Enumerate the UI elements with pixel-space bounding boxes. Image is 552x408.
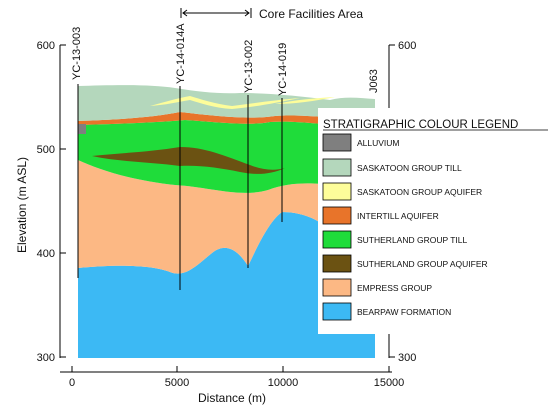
legend-label-sutherland-group-aquifer: SUTHERLAND GROUP AQUIFER bbox=[357, 259, 488, 269]
legend-box bbox=[318, 108, 552, 334]
right-tick-label-300: 300 bbox=[398, 352, 416, 364]
legend-item: INTERTILL AQUIFER bbox=[322, 206, 439, 225]
legend-swatch-alluvium bbox=[322, 133, 352, 152]
well-label-yc-13-003: YC-13-003 bbox=[71, 27, 83, 80]
legend-label-bearpaw-formation: BEARPAW FORMATION bbox=[357, 307, 451, 317]
core-facilities-area-label: Core Facilities Area bbox=[259, 7, 363, 21]
saskatoon-aquifer-thin-lens bbox=[275, 97, 335, 104]
legend-swatch-saskatoon-group-till bbox=[322, 158, 352, 177]
bracket-arrowhead-right bbox=[244, 9, 250, 17]
right-tick-label-600: 600 bbox=[398, 40, 416, 52]
legend-swatch-saskatoon-group-aquifer bbox=[322, 182, 352, 201]
legend-label-sutherland-group-till: SUTHERLAND GROUP TILL bbox=[357, 235, 467, 245]
legend-label-intertill-aquifer: INTERTILL AQUIFER bbox=[357, 211, 439, 221]
legend-swatch-bearpaw-formation bbox=[322, 302, 352, 321]
well-label-j063: J063 bbox=[368, 69, 380, 93]
borehole-lines bbox=[77, 84, 283, 290]
x-axis-title: Distance (m) bbox=[198, 391, 266, 405]
legend-swatch-sutherland-group-aquifer bbox=[322, 254, 352, 273]
well-label-yc-14-014a: YC-14-014A bbox=[175, 23, 187, 84]
legend-label-alluvium: ALLUVIUM bbox=[357, 138, 400, 148]
legend-item: EMPRESS GROUP bbox=[322, 278, 432, 297]
stratigraphic-legend: STRATIGRAPHIC COLOUR LEGEND ALLUVIUM SAS… bbox=[318, 108, 552, 334]
legend-item: BEARPAW FORMATION bbox=[322, 302, 451, 321]
layer-saskatoon-group-till bbox=[78, 85, 375, 121]
x-tick-label-0: 0 bbox=[69, 377, 75, 389]
y-tick-label-500: 500 bbox=[37, 144, 55, 156]
legend-item: SUTHERLAND GROUP AQUIFER bbox=[322, 254, 488, 273]
legend-item: SUTHERLAND GROUP TILL bbox=[322, 230, 467, 249]
layer-bearpaw-formation bbox=[78, 212, 375, 358]
x-tick-label-10000: 10000 bbox=[268, 377, 299, 389]
legend-item: SASKATOON GROUP AQUIFER bbox=[322, 182, 482, 201]
legend-swatch-empress-group bbox=[322, 278, 352, 297]
legend-item: SASKATOON GROUP TILL bbox=[322, 158, 462, 177]
well-label-yc-14-019: YC-14-019 bbox=[277, 43, 289, 96]
x-tick-label-5000: 5000 bbox=[165, 377, 189, 389]
legend-swatch-sutherland-group-till bbox=[322, 230, 352, 249]
legend-label-empress-group: EMPRESS GROUP bbox=[357, 283, 432, 293]
layer-alluvium-lens bbox=[78, 124, 86, 134]
y-axis-title: Elevation (m ASL) bbox=[15, 157, 29, 253]
legend-title: STRATIGRAPHIC COLOUR LEGEND bbox=[323, 119, 518, 131]
well-label-yc-13-002: YC-13-002 bbox=[243, 40, 255, 93]
y-tick-label-400: 400 bbox=[37, 248, 55, 260]
bracket-arrowhead-left bbox=[182, 9, 188, 17]
layer-empress-group bbox=[78, 160, 375, 274]
x-tick-label-15000: 15000 bbox=[374, 377, 405, 389]
core-facilities-bracket bbox=[180, 8, 252, 18]
legend-swatch-intertill-aquifer bbox=[322, 206, 352, 225]
layer-intertill-aquifer bbox=[78, 112, 375, 128]
layer-sutherland-group-aquifer bbox=[92, 147, 285, 174]
legend-item: ALLUVIUM bbox=[322, 133, 400, 152]
layer-saskatoon-group-aquifer bbox=[150, 96, 300, 109]
stratigraphy-layers bbox=[78, 85, 375, 358]
legend-label-saskatoon-group-aquifer: SASKATOON GROUP AQUIFER bbox=[357, 187, 482, 197]
y-tick-label-300: 300 bbox=[37, 352, 55, 364]
legend-label-saskatoon-group-till: SASKATOON GROUP TILL bbox=[357, 163, 462, 173]
y-tick-label-600: 600 bbox=[37, 40, 55, 52]
